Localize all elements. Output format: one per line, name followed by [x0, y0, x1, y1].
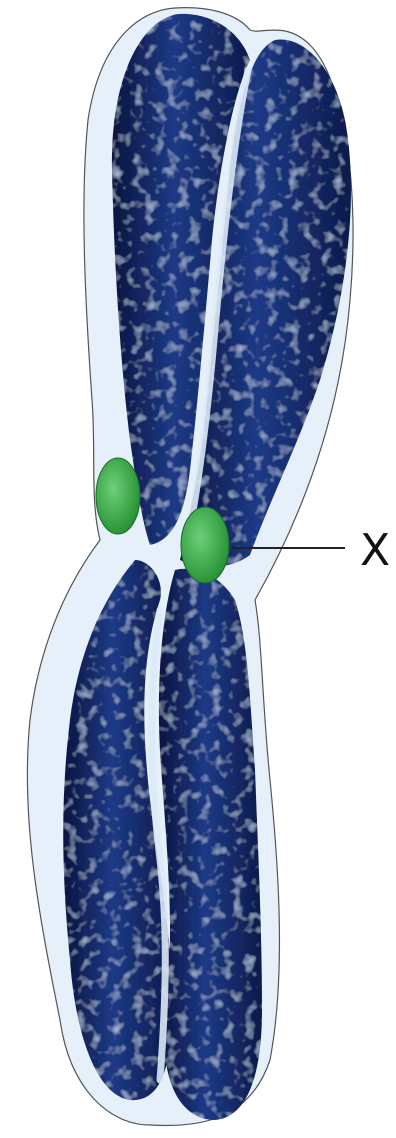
- chromatid-upper-left: [111, 13, 251, 545]
- x-marker-label: X: [360, 525, 390, 576]
- kinetochore-right: [180, 506, 230, 584]
- chromatid-lower-right: [158, 568, 262, 1120]
- lower-chromatid-seam: [148, 606, 169, 1084]
- chromatid-lower-left: [63, 560, 173, 1101]
- kinetochore-left: [95, 457, 141, 535]
- chromatid-upper-right: [180, 39, 351, 567]
- upper-chromatid-seam: [182, 66, 252, 552]
